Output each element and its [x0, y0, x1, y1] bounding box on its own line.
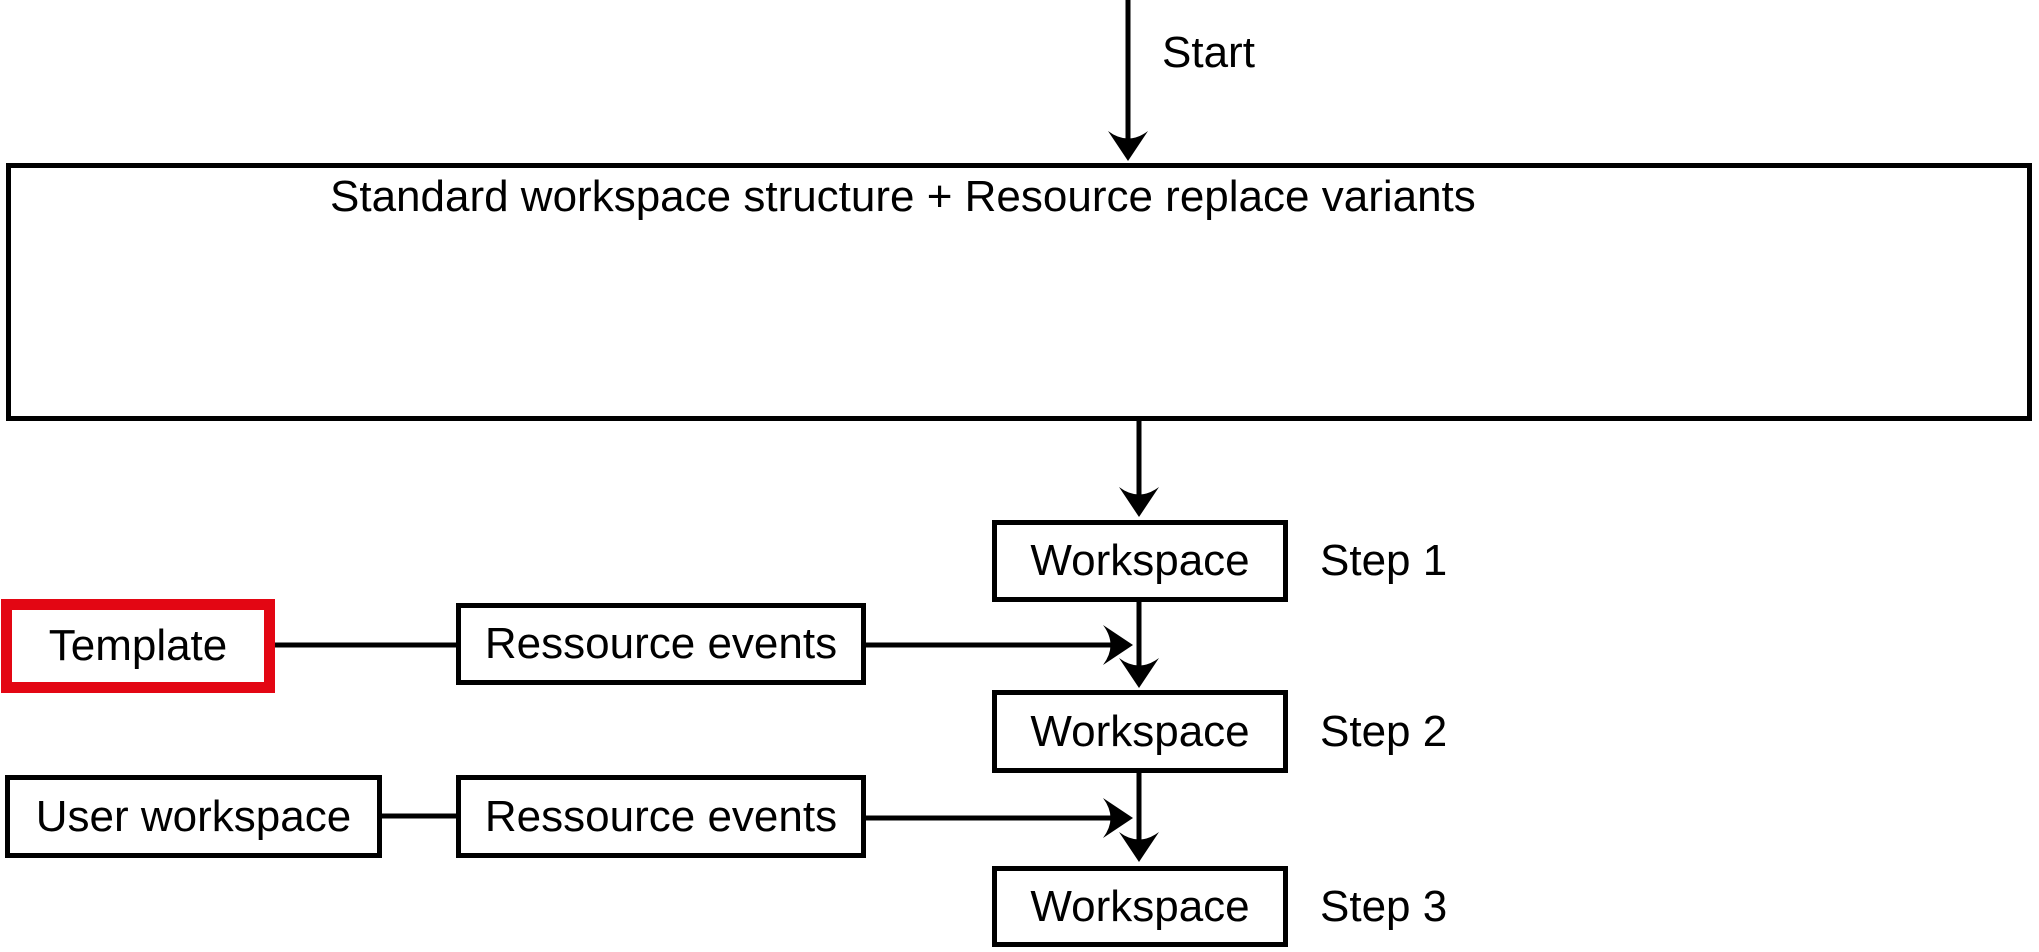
step-1-label: Step 1: [1320, 536, 1448, 585]
template-box-label: Template: [48, 621, 228, 670]
resource-events-box-2: Ressource events: [456, 775, 866, 858]
arrow-main-to-step1: [1119, 421, 1159, 517]
workspace-box-step-3: Workspace: [992, 866, 1288, 947]
workspace-box-step-2: Workspace: [992, 690, 1288, 773]
arrow-step2-to-step3: [1119, 773, 1159, 862]
user-workspace-box: User workspace: [5, 775, 382, 858]
template-box: Template: [1, 599, 275, 693]
resource-events-box-1: Ressource events: [456, 603, 866, 685]
start-arrow: [1108, 0, 1148, 161]
arrow-resource2-to-flow: [865, 798, 1133, 838]
resource-events-box-2-label: Ressource events: [484, 791, 838, 841]
step-2-label: Step 2: [1320, 706, 1448, 756]
start-label: Start: [1162, 28, 1255, 77]
step-3-label: Step 3: [1320, 881, 1448, 931]
workspace-box-step-1-label: Workspace: [1030, 536, 1250, 585]
main-box-label: Standard workspace structure + Resource …: [330, 172, 1476, 221]
arrow-step1-to-step2: [1119, 602, 1159, 688]
main-box: [6, 163, 2032, 421]
workspace-box-step-2-label: Workspace: [1030, 706, 1250, 756]
arrow-resource1-to-flow: [865, 625, 1133, 665]
user-workspace-box-label: User workspace: [35, 791, 352, 841]
workspace-box-step-1: Workspace: [992, 520, 1288, 602]
workspace-box-step-3-label: Workspace: [1030, 881, 1250, 931]
resource-events-box-1-label: Ressource events: [484, 619, 838, 668]
